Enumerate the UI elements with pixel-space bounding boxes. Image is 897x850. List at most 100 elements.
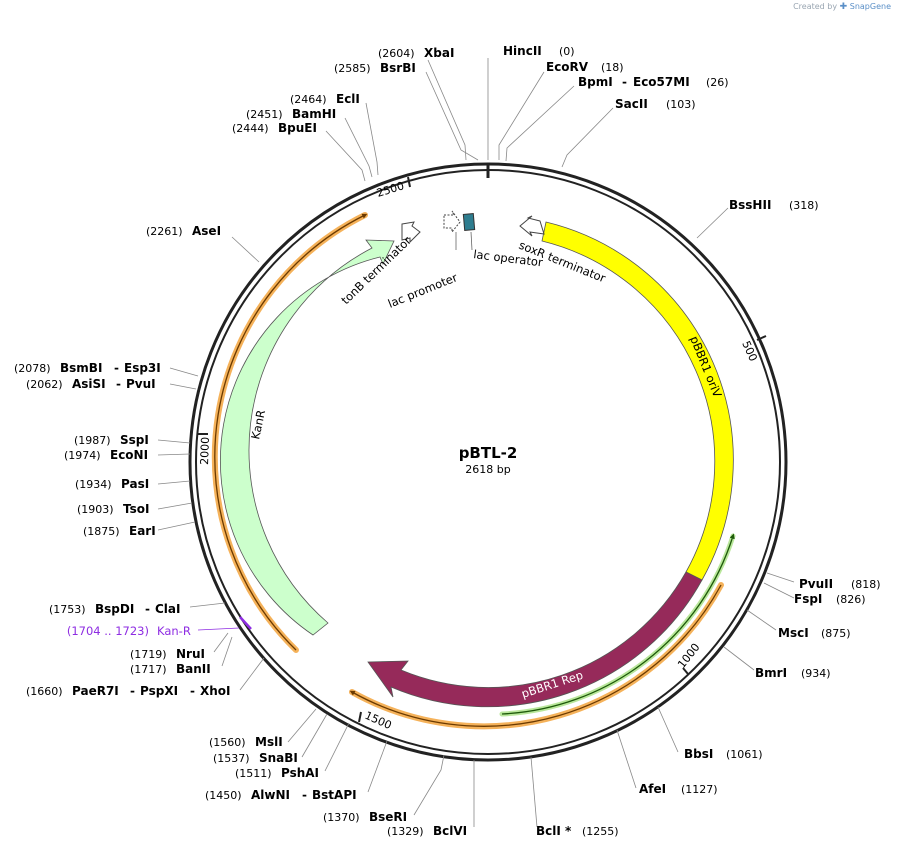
site-AfeI: AfeI(1127) (639, 782, 718, 796)
site-BclI: BclI *(1255) (536, 824, 619, 838)
credit-brand: SnapGene (849, 2, 891, 11)
site-MslI: (1560)MslI (209, 735, 283, 749)
site-EcoRV: EcoRV(18) (546, 60, 624, 74)
site-FspI: FspI(826) (794, 592, 866, 606)
orange-arrow-left-core (214, 213, 368, 651)
connector-SspI (157, 439, 191, 444)
oriV-arc (541, 221, 734, 581)
site-BanII: (1717)BanII (130, 662, 211, 676)
credit: Created by ✚ SnapGene (793, 2, 891, 12)
site-MscI: MscI(875) (778, 626, 851, 640)
tick-label-500: 500 (739, 339, 759, 363)
site-BpuEI: (2444)BpuEI (232, 121, 317, 135)
site-BmrI: BmrI(934) (755, 666, 831, 680)
connector-BsmBI (169, 367, 199, 377)
site-PvuII: PvuII(818) (799, 577, 881, 591)
site-EcoNI: (1974)EcoNI (64, 448, 148, 462)
primer-mark (239, 616, 252, 630)
site-SacII: SacII(103) (615, 97, 696, 111)
connector-AsiSI (169, 383, 197, 390)
kanR-arrow (220, 239, 395, 636)
site-BspDI: (1753)BspDI-ClaI (49, 602, 180, 616)
site-BamHI: (2451)BamHI (246, 107, 336, 121)
connector-SacII (561, 107, 614, 168)
connector-MscI (746, 609, 777, 631)
site-AsiSI: (2062)AsiSI-PvuI (26, 377, 156, 391)
connector-XbaI (427, 59, 467, 161)
site-labels: (2604)XbaI (2585)BsrBI HincII(0) EcoRV(1… (14, 44, 881, 838)
backbone-outer (188, 162, 788, 762)
site-AseI: (2261)AseI (146, 224, 221, 238)
connector-FspI (763, 582, 795, 599)
plasmid-name: pBTL-2 (459, 444, 518, 462)
connector-PshAI (324, 722, 350, 772)
site-BpmI: BpmI-Eco57MI(26) (578, 75, 729, 89)
connector-BamHI (344, 117, 373, 178)
connector-BseRI (413, 754, 445, 816)
connector-NruI (213, 632, 229, 653)
connector-EcoRV (498, 71, 545, 160)
primer-connector (197, 627, 240, 631)
plasmid-length: 2618 bp (465, 463, 510, 476)
site-SnaBI: (1537)SnaBI (213, 751, 298, 765)
site-HincII: HincII(0) (503, 44, 575, 58)
lacOp-connector (470, 231, 473, 251)
primer-range: (1704 .. 1723) (67, 624, 149, 638)
tick-label-2000: 2000 (198, 437, 212, 465)
site-BseRI: (1370)BseRI (323, 810, 407, 824)
lac-promoter-icon (443, 210, 461, 234)
connector-BssHII (696, 207, 729, 239)
connector-BanII (221, 636, 233, 667)
connector-BpuEI (325, 130, 366, 182)
lac-operator-box (462, 213, 476, 231)
site-PaeR7I: (1660)PaeR7I-PspXI-XhoI (26, 684, 231, 698)
site-NruI: (1719)NruI (130, 647, 205, 661)
kanR-label: KanR (248, 409, 268, 441)
tonB-terminator-icon (401, 221, 421, 244)
tick-1000 (682, 667, 689, 675)
lacProm-label: lac promoter (386, 270, 460, 311)
connector-PvuII (766, 572, 795, 583)
site-SspI: (1987)SspI (74, 433, 149, 447)
connector-AlwNI (367, 740, 388, 793)
credit-prefix: Created by (793, 2, 838, 11)
connector-BpmI (505, 85, 575, 162)
tick-1500 (358, 711, 362, 723)
site-EarI: (1875)EarI (83, 524, 156, 538)
tick-label-2500: 2500 (375, 179, 406, 200)
connector-AfeI (616, 729, 637, 789)
connector-EclI (365, 102, 379, 176)
site-BclVI: (1329)BclVI (387, 824, 467, 838)
connector-BspDI (189, 602, 226, 608)
tick-500 (756, 335, 767, 341)
site-BsmBI: (2078)BsmBI-Esp3I (14, 361, 161, 375)
tick-2500 (407, 176, 411, 188)
connector-BsrBI (425, 71, 479, 161)
connector-BbsI (657, 706, 679, 753)
site-BssHII: BssHII(318) (729, 198, 819, 212)
connector-PaeR7I (239, 657, 265, 691)
connector-EarI (157, 521, 196, 531)
green-arrow-core (501, 533, 735, 715)
connector-EcoNI (157, 453, 191, 456)
connector-AseI (231, 236, 260, 263)
site-TsoI: (1903)TsoI (77, 502, 149, 516)
connector-SnaBI (301, 713, 328, 758)
site-EclI: (2464)EclI (290, 92, 360, 106)
snapgene-logo-icon: ✚ (839, 2, 848, 12)
connector-TsoI (157, 502, 193, 510)
connector-PasI (157, 480, 191, 485)
site-PshAI: (1511)PshAI (235, 766, 319, 780)
primer-name: Kan-R (157, 624, 191, 638)
connector-BmrI (723, 646, 755, 671)
site-BbsI: BbsI(1061) (684, 747, 763, 761)
site-connectors (157, 58, 795, 828)
site-BsrBI: (2585)BsrBI (334, 61, 416, 75)
site-PasI: (1934)PasI (75, 477, 149, 491)
connector-MslI (287, 708, 317, 743)
soxR-terminator-icon (519, 215, 545, 237)
site-AlwNI: (1450)AlwNI-BstAPI (205, 788, 357, 802)
rep-arrow (367, 571, 703, 708)
connector-BclI (530, 756, 538, 828)
